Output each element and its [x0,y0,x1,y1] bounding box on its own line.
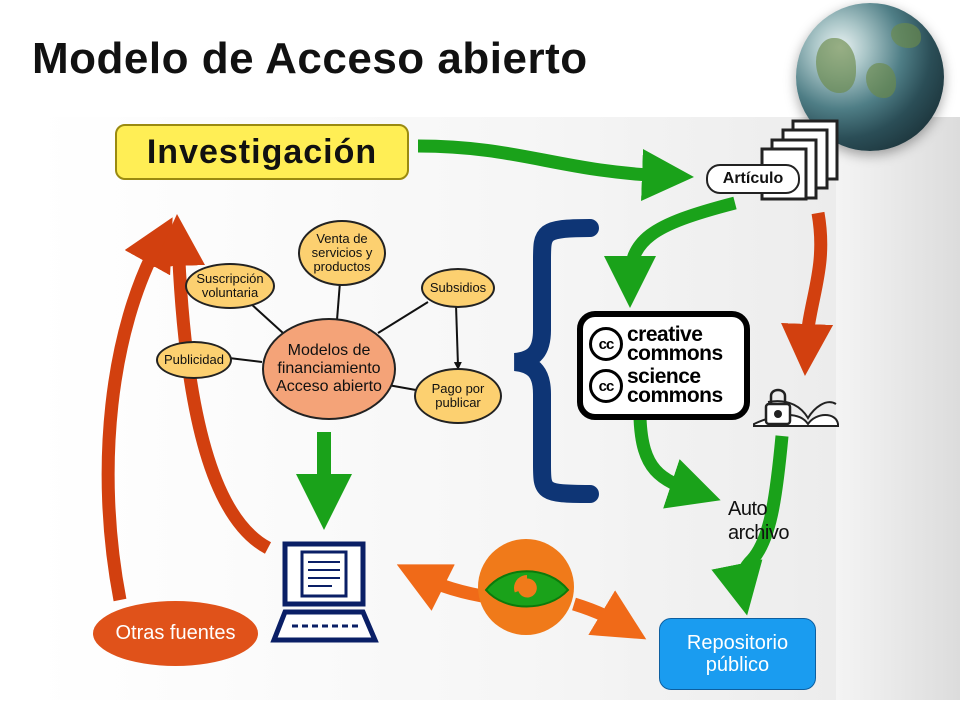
science-word: science [627,365,701,388]
creative-commons-row: cc creative commons [589,323,723,365]
archivo-line: archivo [728,522,789,544]
otras-fuentes-oval: Otras fuentes [93,601,258,666]
articulo-label: Artículo [706,164,800,194]
arrow-eye-repositorio [572,590,647,640]
auto-archivo-label: Auto archivo [728,497,789,545]
computer-icon [270,541,379,643]
connector-publicidad [228,357,263,363]
arrow-investigacion-articulo [417,139,694,202]
background-band-right [836,117,960,700]
eye-icon [484,570,570,608]
node-pago: Pago por publicar [414,368,502,424]
center-node: Modelos de financiamiento Acceso abierto [262,318,396,420]
node-subsidios: Subsidios [421,268,495,308]
page-title: Modelo de Acceso abierto [32,34,588,83]
sc-logo-icon: cc [589,369,623,403]
repositorio-line: Repositorio [686,632,789,654]
lock-book-icon [753,388,839,427]
node-venta: Venta de servicios y productos [298,220,386,286]
arrow-articulo-cc [604,196,737,308]
science-commons-row: cc science commons [589,365,723,407]
arrow-cc-autoarchivo [633,417,721,509]
commons-word-2: commons [627,384,723,407]
commons-word-1: commons [627,342,723,365]
arrow-articulo-book [781,211,834,376]
auto-line: Auto [728,498,768,520]
arrow-computer-investigacion [153,214,272,554]
investigacion-box: Investigación [115,124,409,180]
node-publicidad: Publicidad [156,341,232,379]
creative-commons-box: cc creative commons cc science commons [577,311,750,420]
arrow-otras-investigacion [101,217,173,602]
cc-logo-icon: cc [589,327,623,361]
creative-word: creative [627,323,703,346]
connector-suscripcion [249,302,284,334]
brace-shape [513,219,599,503]
node-suscripcion: Suscripción voluntaria [185,263,275,309]
connector-venta [336,281,341,321]
arrow-eye-computer [396,564,484,611]
connector-subsidios-pago [453,304,462,370]
repositorio-box: Repositorio público [659,618,816,690]
arrow-book-repositorio [711,435,789,616]
publico-line: público [705,654,770,676]
connector-subsidios [377,301,429,334]
